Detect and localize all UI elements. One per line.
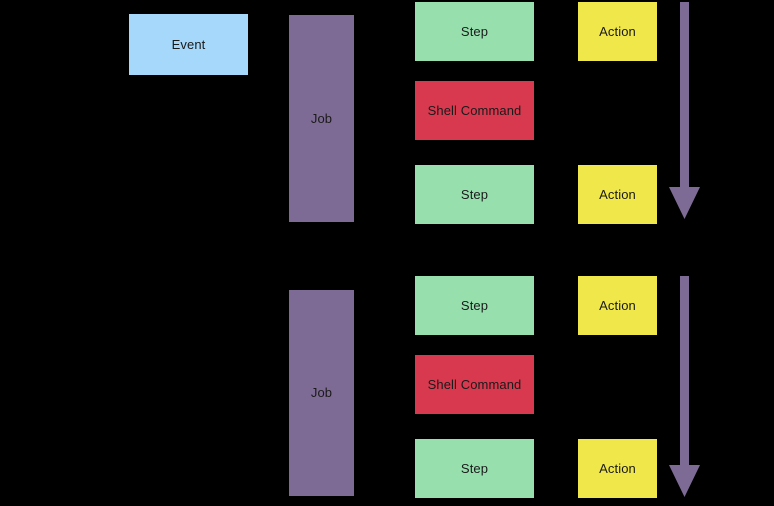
node-step-3[interactable]: Step: [415, 276, 534, 335]
node-event-1[interactable]: Event: [129, 14, 248, 75]
node-label: Shell Command: [427, 102, 522, 118]
node-step-2[interactable]: Step: [415, 165, 534, 224]
node-label: Action: [599, 460, 636, 476]
node-label: Step: [460, 297, 489, 313]
flow-arrow-down-icon-top: [668, 2, 701, 219]
node-label: Action: [599, 23, 636, 39]
node-label: Shell Command: [427, 376, 522, 392]
flow-arrow-down-icon-bottom: [668, 276, 701, 497]
node-step-1[interactable]: Step: [415, 2, 534, 61]
node-label: Step: [460, 186, 489, 202]
node-action-2[interactable]: Action: [578, 165, 657, 224]
node-shell-command-2[interactable]: Shell Command: [415, 355, 534, 414]
node-job-1[interactable]: Job: [289, 15, 354, 222]
node-label: Step: [460, 460, 489, 476]
node-label: Action: [599, 186, 636, 202]
node-action-1[interactable]: Action: [578, 2, 657, 61]
node-label: Job: [310, 110, 333, 126]
node-step-4[interactable]: Step: [415, 439, 534, 498]
node-label: Step: [460, 23, 489, 39]
node-label: Event: [171, 36, 206, 52]
node-action-4[interactable]: Action: [578, 439, 657, 498]
node-label: Action: [599, 297, 636, 313]
node-shell-command-1[interactable]: Shell Command: [415, 81, 534, 140]
node-action-3[interactable]: Action: [578, 276, 657, 335]
node-label: Job: [310, 385, 333, 401]
node-job-2[interactable]: Job: [289, 290, 354, 496]
